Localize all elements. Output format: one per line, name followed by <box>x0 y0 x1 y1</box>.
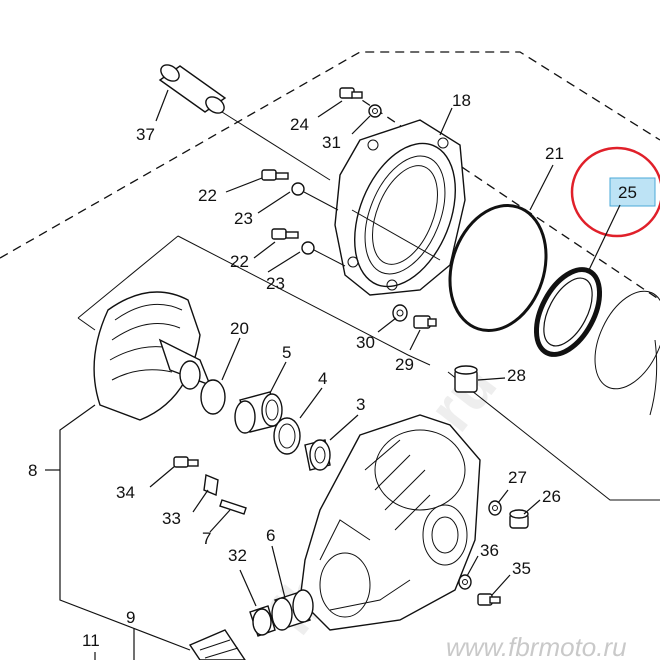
part-number-26[interactable]: 26 <box>542 487 561 506</box>
part-number-27[interactable]: 27 <box>508 468 527 487</box>
ring-gear-8 <box>93 291 212 421</box>
bolt-29 <box>413 315 437 329</box>
part-number-34[interactable]: 34 <box>116 483 135 502</box>
part-number-35[interactable]: 35 <box>512 559 531 578</box>
part-labels: 37 24 31 18 22 23 22 23 21 25 20 5 4 3 3… <box>28 91 637 650</box>
washer-30 <box>392 304 408 322</box>
part-number-9[interactable]: 9 <box>126 608 135 627</box>
part-number-23-upper[interactable]: 23 <box>234 209 253 228</box>
pin-37 <box>158 64 331 181</box>
part-number-24[interactable]: 24 <box>290 115 309 134</box>
part-number-18[interactable]: 18 <box>452 91 471 110</box>
part-number-4[interactable]: 4 <box>318 369 327 388</box>
part-number-6[interactable]: 6 <box>266 526 275 545</box>
collar-32 <box>249 605 276 637</box>
site-watermark: www.fbrmoto.ru <box>446 632 627 660</box>
plug-26 <box>509 509 529 529</box>
part-number-22-lower[interactable]: 22 <box>230 252 249 271</box>
ring-4 <box>273 417 301 455</box>
highlight-box <box>609 177 656 207</box>
part-number-20[interactable]: 20 <box>230 319 249 338</box>
washer-27 <box>488 500 502 516</box>
bolt-34 <box>173 456 199 468</box>
bushing-28 <box>454 365 478 393</box>
oil-seal-25 <box>533 267 603 357</box>
pin-7 <box>219 499 247 515</box>
part-number-22-upper[interactable]: 22 <box>198 186 217 205</box>
bearing-6 <box>271 589 314 631</box>
part-number-7[interactable]: 7 <box>202 529 211 548</box>
leader-lines <box>94 89 621 660</box>
part-number-8[interactable]: 8 <box>28 461 37 480</box>
part-number-36[interactable]: 36 <box>480 541 499 560</box>
part-number-3[interactable]: 3 <box>356 395 365 414</box>
bolt-24 <box>339 87 382 118</box>
bearing-3 <box>304 439 331 471</box>
part-number-32[interactable]: 32 <box>228 546 247 565</box>
part-number-25[interactable]: 25 <box>618 183 637 202</box>
part-number-37[interactable]: 37 <box>136 125 155 144</box>
highlight-circle <box>570 146 660 238</box>
gear-case <box>299 414 481 631</box>
bolt-22-upper <box>261 169 339 211</box>
washer-36 <box>458 574 472 590</box>
bracket-8 <box>45 404 191 651</box>
part-number-11[interactable]: 11 <box>82 631 100 650</box>
o-ring-21 <box>448 203 548 333</box>
housing-cover-18 <box>334 119 466 296</box>
ring-partial-right <box>594 290 660 416</box>
bearing-5 <box>234 391 283 434</box>
bolt-22-lower <box>271 228 346 267</box>
part-number-21[interactable]: 21 <box>545 144 564 163</box>
part-number-31[interactable]: 31 <box>322 133 341 152</box>
part-number-33[interactable]: 33 <box>162 509 181 528</box>
part-number-28[interactable]: 28 <box>507 366 526 385</box>
pinion-gear-9 <box>188 629 246 660</box>
part-number-29[interactable]: 29 <box>395 355 414 374</box>
bolt-35 <box>477 593 501 606</box>
ring-20 <box>200 379 226 415</box>
part-number-30[interactable]: 30 <box>356 333 375 352</box>
part-number-23-lower[interactable]: 23 <box>266 274 285 293</box>
part-number-5[interactable]: 5 <box>282 343 291 362</box>
dashed-boundary <box>0 51 660 301</box>
assembly-boundary <box>77 235 660 501</box>
